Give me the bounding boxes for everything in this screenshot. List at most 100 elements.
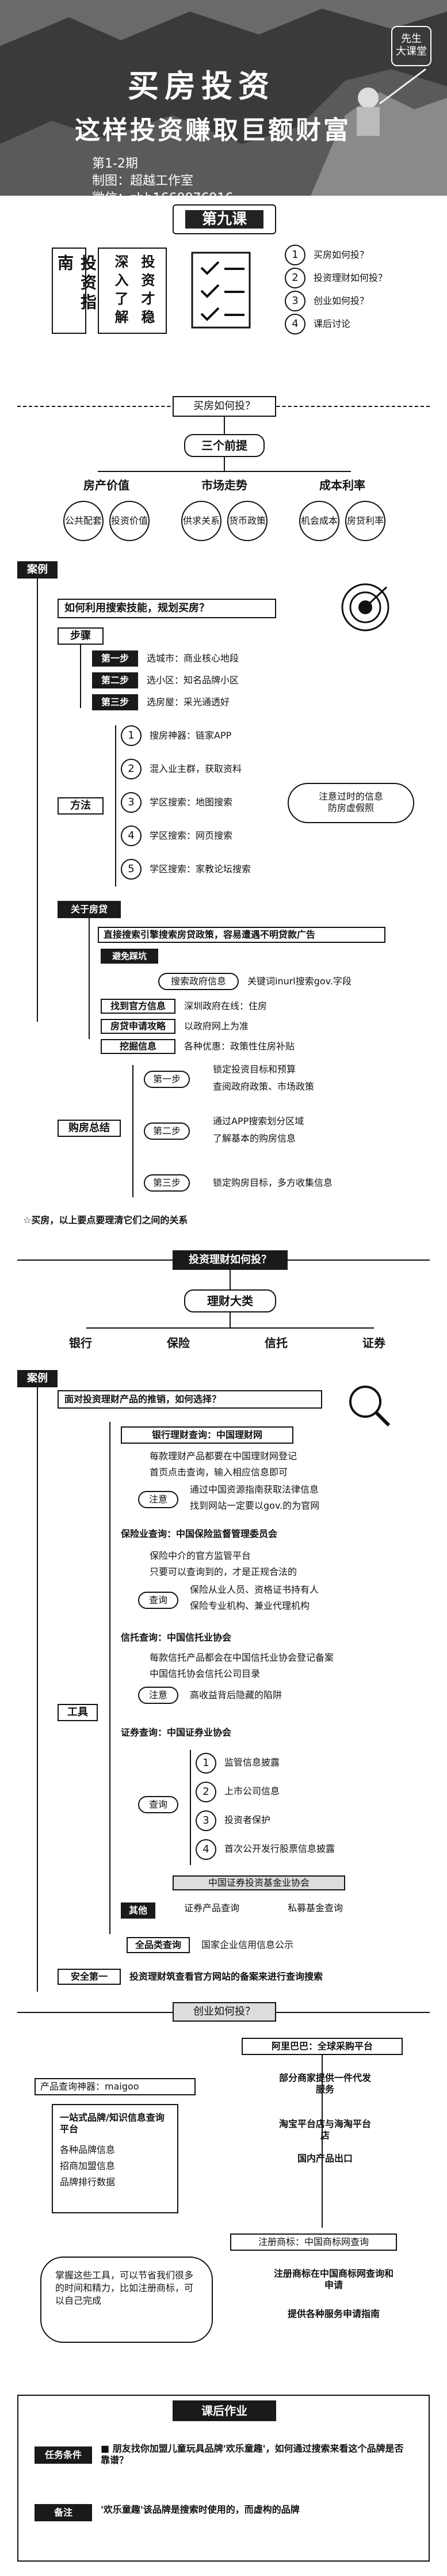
insurance-note-line-2: 保险专业机构、兼业代理机构 [190, 1600, 310, 1611]
safety-text: 投资理财筑查看官方网站的备案来进行查询搜索 [129, 1971, 323, 1982]
step-2-label: 第二步 [92, 672, 138, 688]
premise-pill: 三个前提 [184, 434, 265, 457]
sec-num-4: 4 [196, 1839, 216, 1860]
ali-item-1: 部分商家提供一件代发服务 [278, 2072, 371, 2095]
hero-title: 买房投资 [128, 68, 275, 104]
global-text: 国家企业信用信息公示 [201, 1939, 294, 1950]
connector [230, 1312, 231, 1327]
connector [190, 1750, 191, 1865]
sec-item-3: 投资者保护 [224, 1814, 271, 1825]
badge-line2: 大课堂 [396, 45, 427, 58]
hero-tag: 第1-2期 [92, 157, 138, 171]
about-item-5: 找到官方信息 [101, 999, 175, 1014]
hero-banner: 先生 大课堂 买房投资 这样投资赚取巨额财富 第1-2期 制图：超越工作室 微信… [0, 0, 447, 196]
steps-label: 步骤 [58, 627, 104, 645]
summary-step-1: 第一步 [144, 1071, 190, 1088]
intro-num-3: 3 [285, 291, 305, 311]
connector [224, 417, 225, 434]
pillar-1-label: 房产价值 [83, 478, 129, 492]
intro-item-2: 投资理财如何投？ [314, 272, 388, 283]
securities-note: 查询 [138, 1796, 178, 1813]
about-item-6: 深圳政府在线：住房 [184, 1000, 268, 1011]
target-icon [341, 583, 389, 631]
summary-step-1-text2: 查阅政府政策、市场政策 [213, 1081, 315, 1092]
other-2: 私募基金查询 [288, 1902, 343, 1913]
pillar-1-sub-1: 公共配套 [63, 501, 104, 541]
case-label-1: 案例 [17, 561, 58, 579]
about-item-7: 房贷申请攻略 [101, 1019, 175, 1034]
summary-step-3: 第三步 [144, 1174, 190, 1192]
sec-num-2: 2 [196, 1782, 216, 1802]
intro-item-4: 课后讨论 [314, 318, 351, 329]
ali-item-2: 淘宝平台店与海淘平台店 [278, 2118, 371, 2141]
section2-title: 投资理财如何投？ [173, 1250, 288, 1270]
connector [109, 1422, 110, 1934]
method-num-4: 4 [121, 825, 142, 846]
method-num-2: 2 [121, 759, 142, 779]
intro-mid-box: 深入了解 投资才稳 [98, 248, 167, 334]
sec-item-4: 首次公开发行股票信息披露 [224, 1843, 335, 1854]
method-5-text: 学区搜索：家教论坛搜索 [150, 863, 251, 874]
about-item-2: 避免踩坑 [101, 949, 158, 964]
pillar-2-sub-2: 货币政策 [227, 501, 268, 541]
case-label-2: 案例 [17, 1370, 58, 1387]
pillar-3-label: 成本利率 [319, 478, 365, 492]
connector [115, 725, 116, 886]
insurance-title: 保险业查询：中国保险监督管理委员会 [121, 1528, 278, 1539]
connector [132, 1065, 133, 1197]
step-3-text: 选房屋：采光通透好 [147, 697, 230, 707]
maigoo-title: 产品查询神器：maigoo [35, 2078, 196, 2095]
category-pill: 理财大类 [184, 1289, 276, 1312]
connector [80, 645, 81, 708]
method-label: 方法 [58, 797, 104, 815]
connector [98, 471, 351, 472]
method-1-text: 搜房神器：链家APP [150, 730, 232, 741]
trust-line-3: 高收益背后隐藏的陷阱 [190, 1690, 282, 1700]
method-4-text: 学区搜索：网页搜索 [150, 830, 233, 841]
magnifier-icon [349, 1386, 391, 1427]
category-3: 信托 [265, 1336, 288, 1350]
step-2-text: 选小区：知名品牌小区 [147, 675, 239, 686]
homework-panel [17, 2395, 430, 2562]
trust-line-1: 每款信托产品都会在中国信托业协会登记备案 [150, 1652, 334, 1663]
method-2-text: 混入业主群，获取资料 [150, 763, 242, 774]
task-label: 任务条件 [35, 2446, 92, 2464]
hero-author: 制图：超越工作室 [92, 174, 194, 188]
bank-note-line-1: 通过中国资源指南获取法律信息 [190, 1484, 319, 1495]
method-3-text: 学区搜索：地图搜索 [150, 797, 233, 808]
insurance-line-1: 保险中介的官方监管平台 [150, 1550, 251, 1561]
step-3-label: 第三步 [92, 694, 138, 710]
tools-label: 工具 [58, 1704, 98, 1721]
case-question-2: 面对投资理财产品的推销，如何选择？ [58, 1390, 322, 1409]
trademark-item-1: 注册商标在中国商标网查询和申请 [273, 2268, 393, 2290]
trust-title: 信托查询：中国信托业协会 [121, 1632, 232, 1643]
about-item-8: 以政府网上为准 [184, 1021, 249, 1032]
about-item-10: 各种优惠：政策性住房补贴 [184, 1041, 295, 1052]
summary-step-3-text1: 锁定购房目标，多方收集信息 [213, 1177, 333, 1188]
insurance-note-line-1: 保险从业人员、资格证书持有人 [190, 1584, 319, 1595]
category-4: 证券 [362, 1336, 385, 1350]
about-item-9: 挖掘信息 [101, 1039, 175, 1054]
intro-item-1: 买房如何投？ [314, 249, 369, 260]
bank-note-line-2: 找到网站一定要以gov.的为官网 [190, 1500, 320, 1511]
note-label: 备注 [35, 2504, 92, 2521]
intro-num-1: 1 [285, 245, 305, 265]
summary-label: 购房总结 [58, 1120, 121, 1137]
summary-step-2-text1: 通过APP搜索划分区域 [213, 1116, 304, 1127]
section3-title: 创业如何投？ [173, 2002, 276, 2022]
connector [89, 918, 90, 1039]
other-top: 中国证券投资基金业协会 [173, 1875, 345, 1890]
method-num-3: 3 [121, 792, 142, 813]
sec-item-1: 监管信息披露 [224, 1757, 280, 1768]
sec-item-2: 上市公司信息 [224, 1786, 280, 1797]
intro-item-3: 创业如何投？ [314, 295, 369, 306]
pillar-2-sub-1: 供求关系 [181, 501, 221, 541]
hero-subtitle: 这样投资赚取巨额财富 [75, 116, 351, 145]
global-label: 全品类查询 [127, 1937, 190, 1953]
summary-step-2: 第二步 [144, 1123, 190, 1140]
connector [224, 457, 225, 471]
bank-line-1: 每款理财产品都要在中国理财网登记 [150, 1451, 297, 1462]
method-num-5: 5 [121, 859, 142, 880]
intro-num-4: 4 [285, 314, 305, 334]
